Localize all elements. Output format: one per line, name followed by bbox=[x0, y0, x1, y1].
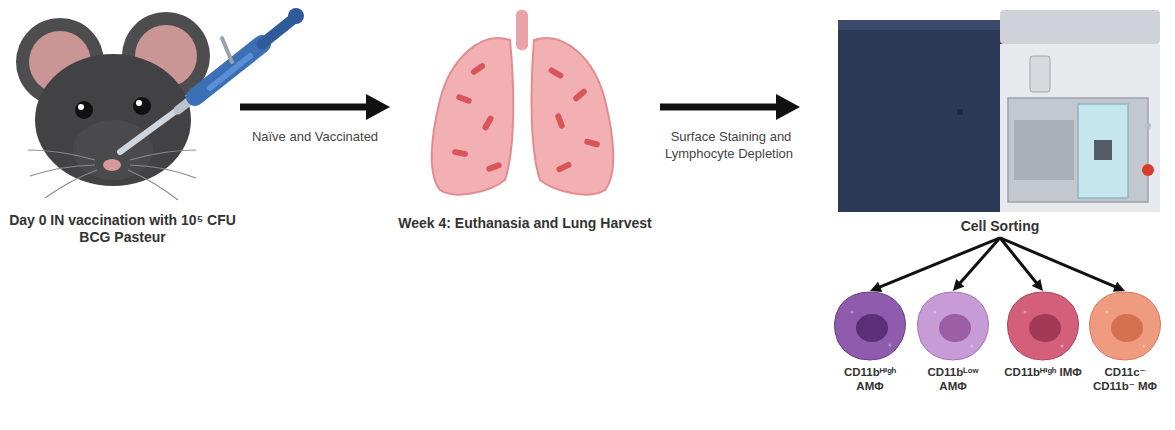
arrow-head bbox=[366, 94, 390, 120]
flow-arrow bbox=[870, 238, 1000, 292]
cell-sorter-illustration bbox=[838, 10, 1160, 212]
node-caption: CD11bᴴⁱᵍʰ IMΦ bbox=[1003, 366, 1083, 380]
cell-type-node: CD11bᴴⁱᵍʰ IMΦ bbox=[1003, 290, 1083, 380]
edge-label-text: Surface Staining and Lymphocyte Depletio… bbox=[665, 129, 795, 161]
arrow-shaft bbox=[240, 104, 368, 111]
arrow-head bbox=[776, 94, 800, 120]
flow-arrow bbox=[953, 238, 1000, 291]
stage-caption-node: Cell Sorting bbox=[800, 0, 1170, 235]
node-caption: Cell Sorting bbox=[830, 218, 1170, 235]
arrow-head bbox=[1032, 279, 1043, 291]
flow-arrow bbox=[660, 94, 800, 120]
arrow-head bbox=[1113, 282, 1125, 292]
cell-type-node: CD11bᴸᵒʷ AMΦ bbox=[913, 290, 993, 394]
arrow-shaft bbox=[959, 238, 1000, 284]
cell-illustrations bbox=[834, 292, 1160, 360]
arrow-head bbox=[953, 279, 964, 291]
cell-type-node: CD11c⁻ CD11b⁻ MΦ bbox=[1085, 290, 1165, 394]
stage-caption-node: Day 0 IN vaccination with 10⁵ CFU BCG Pa… bbox=[5, 0, 240, 246]
node-caption: CD11bᴴⁱᵍʰ AMΦ bbox=[830, 366, 910, 394]
edge-label: Surface Staining and Lymphocyte Depletio… bbox=[655, 129, 805, 163]
node-caption: Day 0 IN vaccination with 10⁵ CFU BCG Pa… bbox=[5, 212, 240, 246]
lung-illustration bbox=[432, 10, 614, 195]
mouse-illustration bbox=[16, 12, 210, 200]
flow-arrow bbox=[1000, 238, 1125, 292]
arrow-shaft bbox=[878, 238, 1000, 288]
edge-label: Naïve and Vaccinated bbox=[235, 129, 395, 146]
flow-arrow bbox=[240, 94, 390, 120]
arrow-shaft bbox=[1000, 238, 1117, 288]
node-caption: CD11c⁻ CD11b⁻ MΦ bbox=[1085, 366, 1165, 394]
node-caption: CD11bᴸᵒʷ AMΦ bbox=[913, 366, 993, 394]
edge-label-text: Naïve and Vaccinated bbox=[250, 129, 380, 144]
cell-type-node: CD11bᴴⁱᵍʰ AMΦ bbox=[830, 290, 910, 394]
arrow-shaft bbox=[660, 104, 778, 111]
node-caption: Week 4: Euthanasia and Lung Harvest bbox=[390, 215, 660, 232]
arrow-head bbox=[870, 282, 882, 292]
stage-caption-node: Week 4: Euthanasia and Lung Harvest bbox=[390, 0, 660, 232]
